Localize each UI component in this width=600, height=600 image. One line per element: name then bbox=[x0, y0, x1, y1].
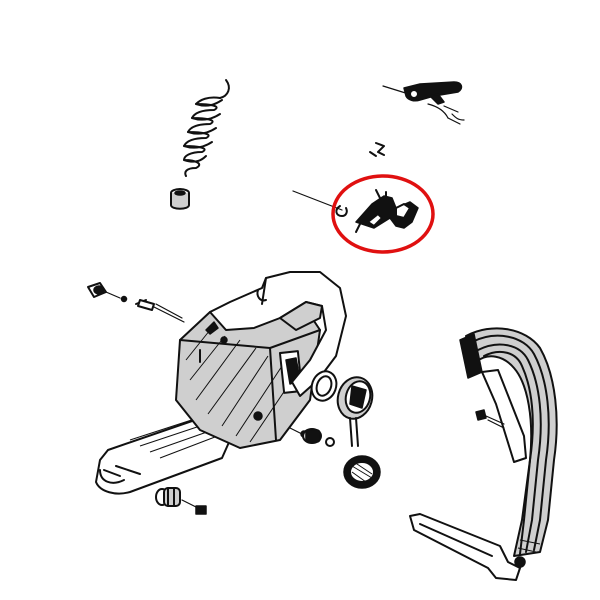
adjuster-screw bbox=[87, 282, 185, 323]
throttle-lever bbox=[382, 81, 465, 125]
throttle-trigger-assembly bbox=[292, 189, 419, 233]
highlight-circle bbox=[331, 174, 435, 254]
front-handlebar bbox=[409, 327, 558, 581]
coil-spring-icon bbox=[183, 79, 230, 177]
buffer-nut bbox=[289, 427, 335, 447]
tank-cap bbox=[336, 376, 374, 447]
rear-handle-housing bbox=[95, 271, 347, 495]
spring-cap bbox=[170, 188, 190, 210]
clip-icon bbox=[369, 142, 385, 157]
handlebar-screw bbox=[475, 409, 505, 429]
mount-bolt bbox=[155, 487, 207, 515]
tank-cap-gasket bbox=[343, 455, 381, 489]
grommet-ring bbox=[310, 370, 338, 402]
